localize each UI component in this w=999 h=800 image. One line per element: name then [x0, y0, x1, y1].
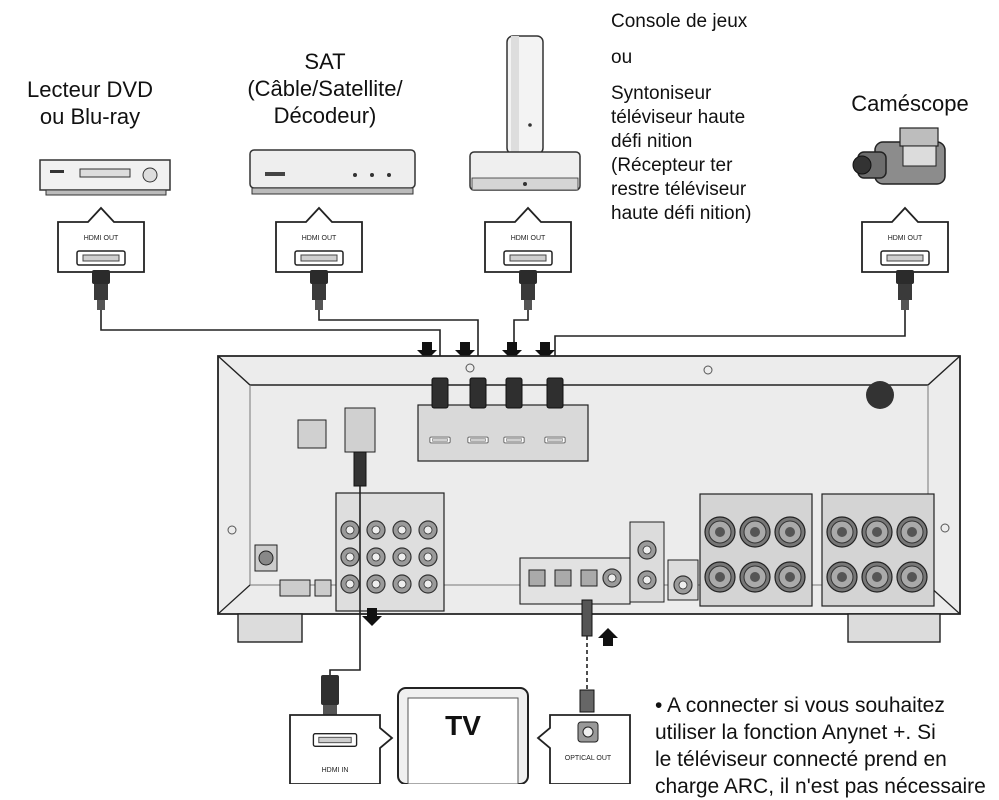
game-console-icon	[469, 35, 581, 191]
hdmi-out-tag: HDMI OUT	[511, 235, 546, 242]
camcorder-label: Caméscope	[830, 90, 990, 117]
camcorder-icon	[852, 127, 946, 185]
hdmi-in-tag: HDMI IN	[322, 767, 349, 774]
dvd-label: Lecteur DVD ou Blu-ray	[5, 76, 175, 130]
console-label: Console de jeux ou Syntoniseur téléviseu…	[611, 10, 821, 226]
console-label-line: défi nition	[611, 131, 693, 152]
sat-hdmi-out-callout: HDMI OUT	[275, 206, 363, 310]
console-hdmi-out-callout: HDMI OUT	[484, 206, 572, 310]
console-label-line: (Récepteur ter	[611, 155, 733, 176]
camcorder-label-line: Caméscope	[851, 91, 969, 116]
dvd-player-icon	[39, 159, 171, 196]
tv-optical-out-callout: OPTICAL OUT	[536, 714, 631, 784]
dvd-label-line: Lecteur DVD	[27, 77, 153, 102]
console-label-line: Syntoniseur	[611, 83, 712, 104]
arrow-down-icon	[362, 608, 382, 626]
dvd-label-line: ou Blu-ray	[39, 104, 141, 129]
sat-label: SAT (Câble/Satellite/ Décodeur)	[225, 48, 425, 129]
tv-icon: TV	[397, 687, 529, 784]
hdmi-out-tag: HDMI OUT	[302, 235, 337, 242]
hdmi-out-tag: HDMI OUT	[888, 235, 923, 242]
arrow-down-icon	[455, 342, 475, 360]
arrow-up-icon	[598, 628, 618, 646]
console-label-line: ou	[611, 47, 633, 68]
av-receiver-back-panel	[217, 355, 961, 643]
arrow-down-icon	[535, 342, 555, 360]
arrow-down-icon	[502, 342, 522, 360]
sat-label-line: SAT	[304, 49, 346, 74]
dvd-hdmi-out-callout: HDMI OUT	[57, 206, 145, 310]
tv-label: TV	[445, 710, 481, 741]
tv-hdmi-cable	[321, 486, 382, 715]
console-label-line: Console de jeux	[611, 11, 748, 32]
tv-hdmi-in-callout: HDMI IN	[289, 714, 394, 784]
hdmi-out-tag: HDMI OUT	[84, 235, 119, 242]
note-line: utiliser la fonction Anynet +. Si	[655, 721, 936, 744]
sat-label-line: Décodeur)	[273, 103, 377, 128]
down-arrows	[417, 342, 555, 360]
optical-cable	[579, 599, 618, 713]
note-line: le téléviseur connecté prend en	[655, 748, 947, 771]
console-label-line: téléviseur haute	[611, 107, 746, 128]
console-label-line: haute défi nition)	[611, 203, 752, 224]
sat-box-icon	[249, 149, 416, 195]
camcorder-hdmi-out-callout: HDMI OUT	[861, 206, 949, 310]
sat-cable-line	[318, 310, 479, 378]
note-line: • A connecter si vous souhaitez	[655, 694, 945, 717]
optical-out-tag: OPTICAL OUT	[565, 755, 612, 762]
dvd-cable-line	[100, 310, 441, 378]
console-label-line: restre téléviseur	[611, 179, 747, 200]
sat-label-line: (Câble/Satellite/	[247, 76, 403, 101]
arrow-down-icon	[417, 342, 437, 360]
